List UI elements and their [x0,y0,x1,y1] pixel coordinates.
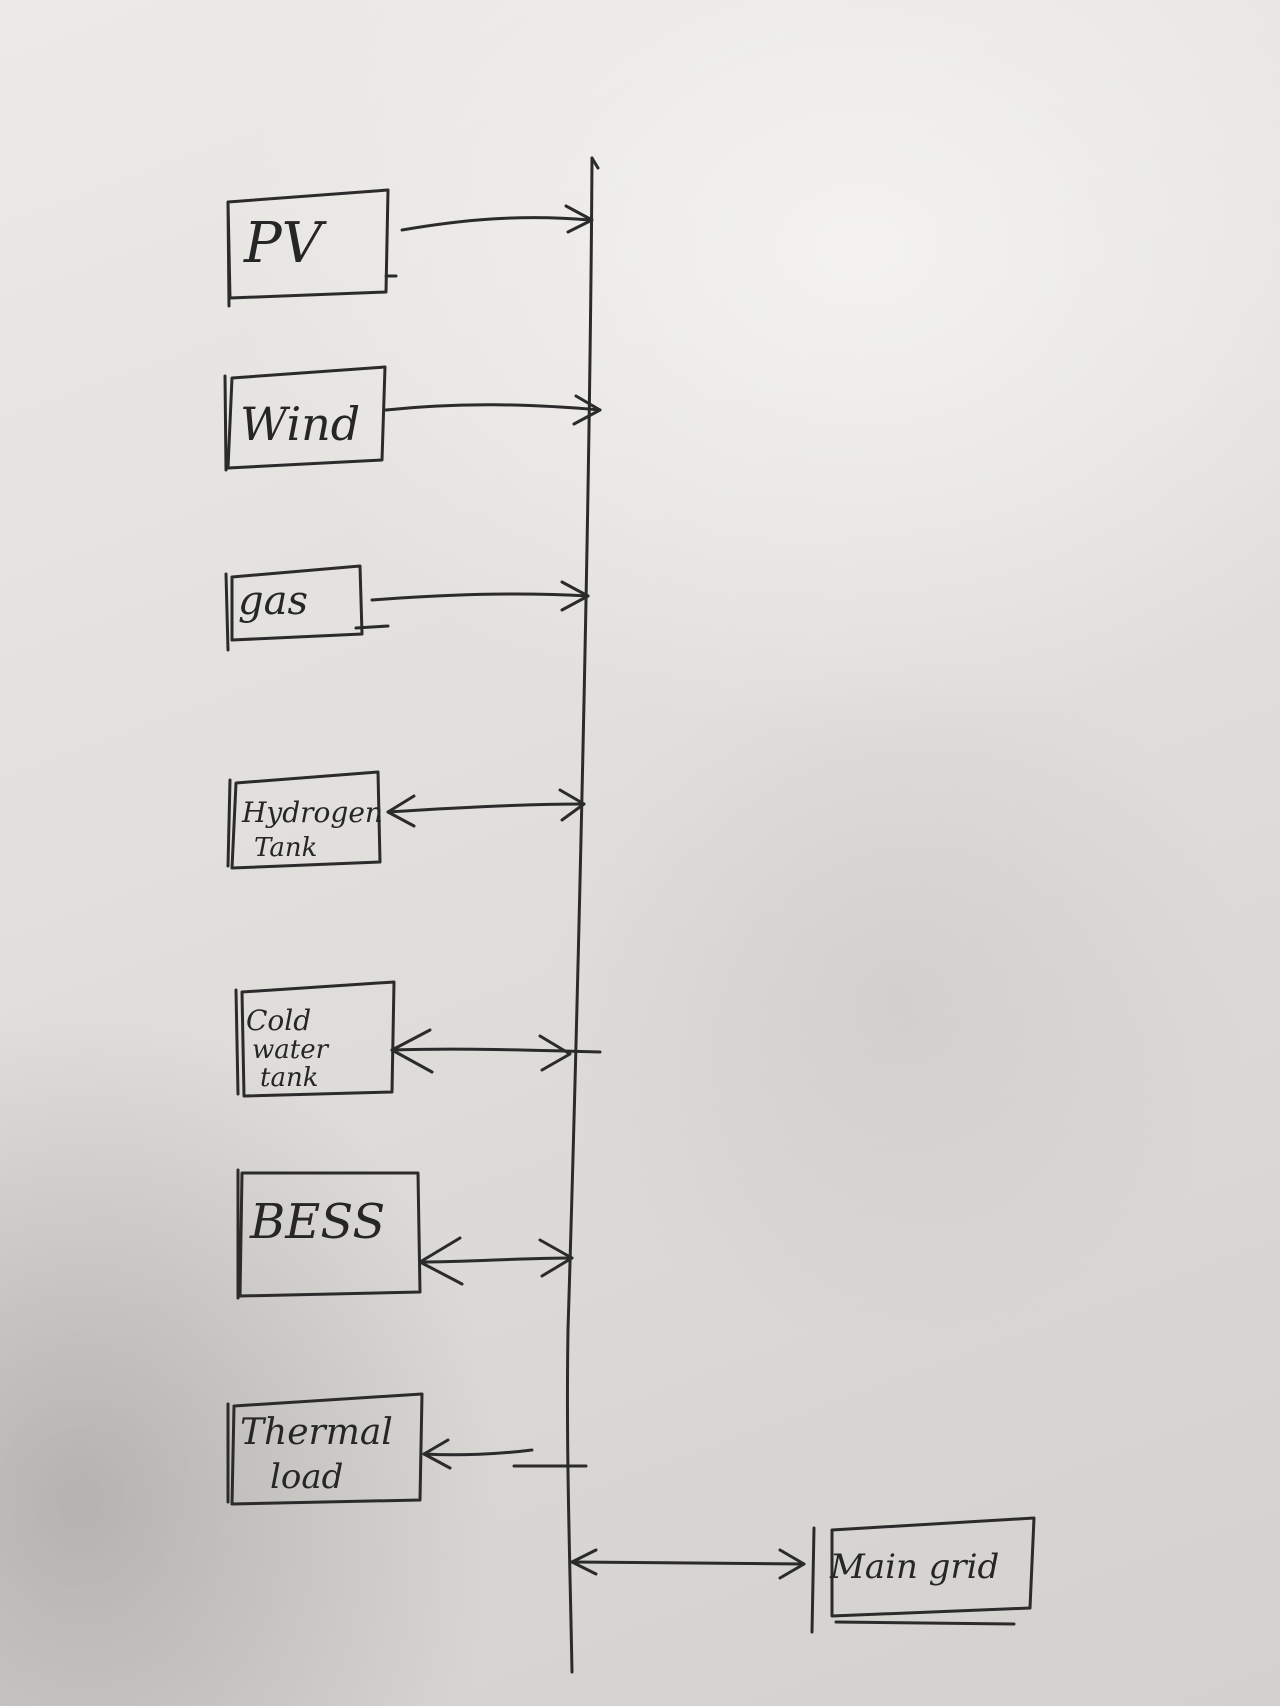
bess-label: BESS [249,1194,385,1250]
gas-box [224,564,390,652]
cold-water-tank-label-line2: water [252,1035,330,1065]
bess-box [236,1168,422,1300]
wind-arrow [384,403,602,412]
cold-water-tank-arrowhead-left [390,1028,434,1074]
main-grid-arrowhead-right [778,1548,806,1580]
cold-water-tank-label-line1: Cold [246,1004,311,1037]
thermal-load-label-line1: Thermal [240,1412,393,1453]
node-thermal-load: Thermal load [226,1392,588,1506]
pv-arrow [400,216,592,232]
hydrogen-tank-label-line2: Tank [254,833,317,863]
node-pv: PV [226,188,594,308]
pv-box [226,188,398,308]
bus-line-top-tick [590,156,600,170]
cold-water-tank-arrow [390,1047,602,1054]
bess-arrowhead-right [538,1238,574,1278]
bus-line [565,156,594,1674]
pv-arrowhead [564,204,594,234]
hydrogen-tank-label-line1: Hydrogen [241,796,383,829]
thermal-load-label-line2: load [270,1457,343,1497]
thermal-load-arrow [422,1448,534,1457]
hydrogen-tank-arrowhead-right [558,788,586,822]
bess-arrow [418,1256,574,1264]
main-grid-box [810,1516,1036,1634]
cold-water-tank-box [234,980,396,1098]
hydrogen-tank-arrowhead-left [386,794,416,828]
node-bess: BESS [236,1168,574,1300]
gas-arrowhead [560,580,590,612]
thermal-load-arrowhead-left [422,1438,452,1470]
pv-label: PV [243,211,328,276]
cold-water-tank-arrowhead-right [538,1034,572,1072]
bess-arrowhead-left [418,1236,464,1286]
node-main-grid: Main grid [570,1516,1036,1634]
node-wind: Wind [223,365,602,472]
main-grid-label: Main grid [829,1547,999,1587]
hydrogen-tank-box [226,770,382,870]
gas-arrow [370,592,590,602]
node-hydrogen-tank: Hydrogen Tank [226,770,586,870]
cold-water-tank-label-line3: tank [260,1063,318,1093]
thermal-load-box [226,1392,424,1506]
wind-arrowhead [572,394,602,426]
wind-box [223,365,387,472]
wind-label: Wind [240,397,360,451]
node-gas: gas [224,564,590,652]
hydrogen-tank-arrow [386,802,586,814]
main-grid-arrow [570,1560,806,1566]
node-cold-water-tank: Cold water tank [234,980,602,1098]
gas-label: gas [238,578,308,624]
main-grid-arrowhead-left [570,1548,598,1576]
